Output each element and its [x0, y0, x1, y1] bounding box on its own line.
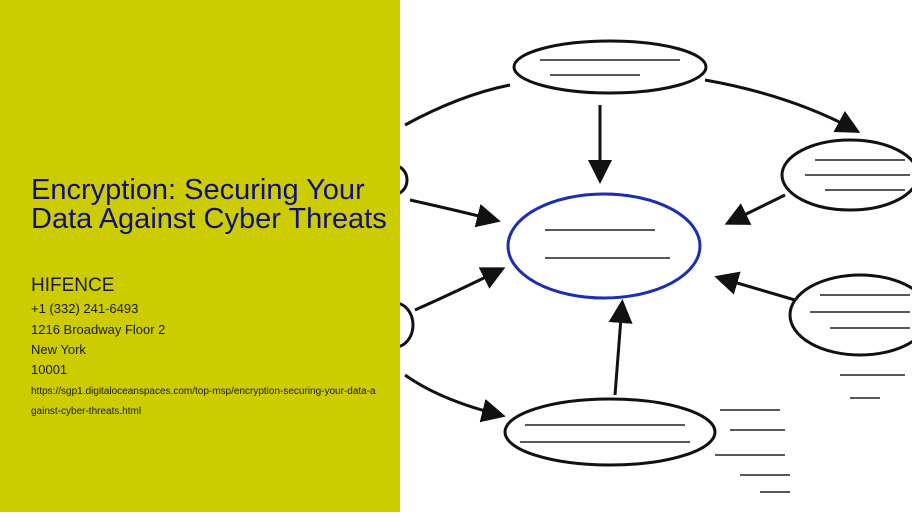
zip-code: 10001 — [31, 362, 68, 377]
diagram-illustration — [375, 0, 912, 512]
source-link[interactable]: https://sgp1.digitaloceanspaces.com/top-… — [31, 386, 376, 417]
info-panel: Encryption: Securing Your Data Against C… — [0, 0, 400, 512]
phone-number[interactable]: +1 (332) 241-6493 — [31, 301, 139, 316]
sketch-diagram-image — [375, 39, 912, 493]
right-top-node — [780, 138, 912, 212]
street-address: 1216 Broadway Floor 2 — [31, 322, 166, 337]
top-node — [512, 39, 708, 95]
city: New York — [31, 342, 86, 357]
right-bottom-node — [788, 273, 912, 357]
company-name: HIFENCE — [31, 275, 115, 296]
center-node — [506, 192, 702, 300]
bottom-node — [503, 397, 717, 467]
page-title: Encryption: Securing Your Data Against C… — [31, 174, 387, 235]
